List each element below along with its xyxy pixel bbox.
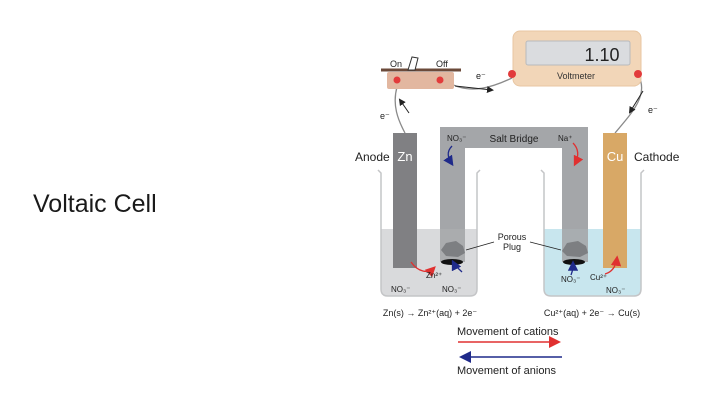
porous-plug-label-line1: Porous	[498, 232, 527, 242]
anion-flow-left-arrow	[451, 259, 463, 273]
salt-bridge-left-ion: NO₃⁻	[447, 134, 466, 143]
anion-flow-bridge-arrow	[443, 145, 454, 167]
voltmeter-label: Voltmeter	[557, 71, 595, 81]
copper-symbol: Cu	[607, 149, 624, 164]
right-half-reaction: Cu²⁺(aq) + 2e⁻ → Cu(s)	[544, 308, 640, 318]
voltmeter-terminal-right	[634, 70, 642, 78]
left-no3-label-b: NO₃⁻	[442, 285, 461, 294]
cathode-label: Cathode	[634, 150, 680, 164]
switch-terminal-left	[393, 76, 401, 84]
legend-anions-label: Movement of anions	[457, 365, 557, 377]
voltmeter-reading: 1.10	[584, 45, 619, 65]
electron-label-left: e⁻	[380, 111, 390, 121]
anion-flow-right-arrow	[567, 260, 579, 276]
right-no3-label-a: NO₃⁻	[561, 275, 580, 284]
anode-label: Anode	[355, 150, 390, 164]
zinc-symbol: Zn	[397, 149, 412, 164]
salt-bridge-label: Salt Bridge	[490, 134, 539, 145]
cu-ion-flow-arrow	[604, 255, 622, 275]
switch-off-label: Off	[436, 59, 448, 69]
voltmeter-terminal-left	[508, 70, 516, 78]
switch-terminal-right	[436, 76, 444, 84]
left-no3-label-a: NO₃⁻	[391, 285, 410, 294]
electron-flow-arrows: e⁻ e⁻ e⁻	[380, 71, 658, 121]
porous-plug-callout: Porous Plug	[465, 232, 562, 252]
voltmeter: 1.10 Voltmeter	[508, 30, 642, 87]
right-cu2-label: Cu²⁺	[590, 273, 607, 282]
zinc-electrode	[393, 133, 417, 268]
porous-plug-label-line2: Plug	[503, 242, 521, 252]
right-no3-label-b: NO₃⁻	[606, 286, 625, 295]
zn-ion-flow-arrow	[410, 261, 436, 278]
copper-electrode	[603, 133, 627, 268]
electron-label-right: e⁻	[648, 105, 658, 115]
slide-title: Voltaic Cell	[33, 190, 157, 218]
electron-label-top: e⁻	[476, 71, 486, 81]
salt-bridge-right-ion: Na⁺	[558, 134, 572, 143]
switch-on-label: On	[390, 59, 402, 69]
left-zn2-label: Zn²⁺	[426, 271, 442, 280]
switch[interactable]: On Off	[381, 56, 461, 89]
cation-flow-bridge-arrow	[572, 142, 584, 167]
legend-cations-label: Movement of cations	[457, 326, 559, 338]
left-half-reaction: Zn(s) → Zn²⁺(aq) + 2e⁻	[383, 308, 478, 318]
legend: Movement of cations Movement of anions	[457, 326, 562, 377]
